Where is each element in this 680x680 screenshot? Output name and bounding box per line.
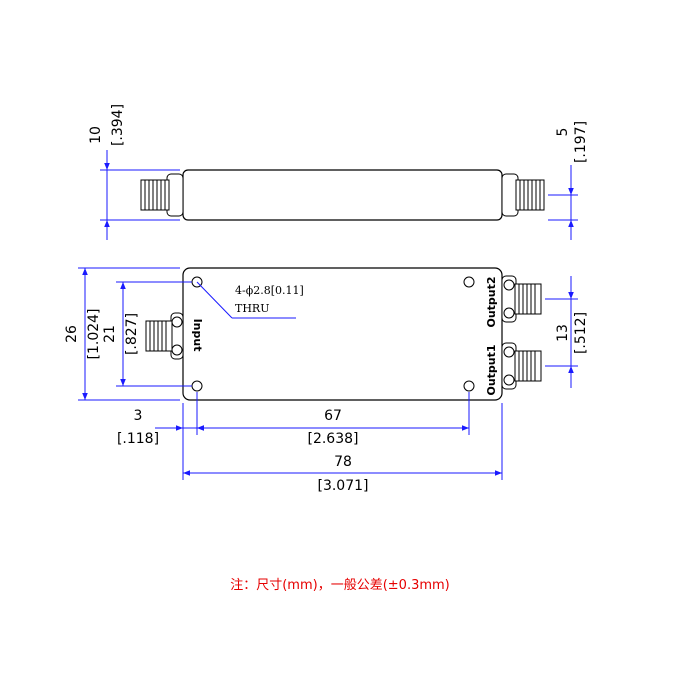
dim-hole-span-h-in: [2.638]	[307, 431, 358, 447]
dim-top-width-in: [1.024]	[86, 308, 102, 359]
hole-callout-line2: THRU	[235, 302, 269, 315]
dim-top-width	[78, 267, 180, 401]
dim-length-mm: 78	[334, 454, 352, 470]
dim-hole-span-h-mm: 67	[324, 408, 342, 424]
dim-side-height	[100, 150, 180, 240]
side-view: 10 [.394] 5 [.197]	[88, 104, 589, 240]
dim-top-width-mm: 26	[64, 325, 80, 343]
dim-side-conn-offset-in: [.197]	[573, 121, 589, 163]
port-output2-label: Output2	[485, 276, 498, 327]
dim-hole-span-v-in: [.827]	[124, 313, 140, 355]
top-view: Input Output2 Output1 4-ϕ2.8[0.11] THRU …	[64, 267, 589, 494]
dim-hole-span-v	[116, 281, 192, 387]
mounting-hole-bottom-right	[463, 380, 475, 392]
input-connector	[145, 312, 184, 360]
output1-connector	[501, 342, 542, 390]
tolerance-note: 注：尺寸(mm)，一般公差(±0.3mm)	[230, 578, 450, 593]
hole-callout-line1: 4-ϕ2.8[0.11]	[235, 284, 304, 297]
dim-side-height-in: [.394]	[110, 104, 126, 146]
side-output-connector	[501, 173, 545, 217]
dim-side-height-mm: 10	[88, 126, 104, 144]
top-view-body	[182, 267, 503, 401]
dim-output-pitch	[545, 276, 578, 388]
port-input-label: Input	[191, 319, 204, 352]
dim-output-pitch-in: [.512]	[573, 312, 589, 354]
side-view-body	[182, 169, 503, 221]
dim-hole-span-v-mm: 21	[102, 325, 118, 343]
dim-side-conn-offset	[548, 165, 578, 240]
mounting-hole-top-right	[463, 276, 475, 288]
dim-output-pitch-mm: 13	[555, 324, 571, 342]
port-output1-label: Output1	[485, 344, 498, 395]
dim-edge-to-hole-in: [.118]	[117, 431, 159, 447]
dim-side-conn-offset-mm: 5	[555, 128, 571, 137]
side-input-connector	[140, 173, 184, 217]
hole-callout-leader	[196, 281, 296, 319]
dim-length-in: [3.071]	[317, 478, 368, 494]
dim-edge-to-hole-mm: 3	[134, 408, 143, 424]
output2-connector	[501, 275, 542, 323]
